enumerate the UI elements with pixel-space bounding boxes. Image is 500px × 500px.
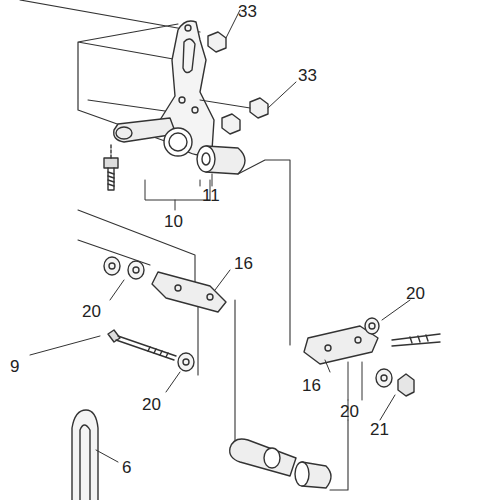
callout-number: 20 xyxy=(404,284,427,303)
callout-number: 21 xyxy=(368,420,391,439)
callout-number: 20 xyxy=(140,395,163,414)
callout-number: 11 xyxy=(200,186,222,205)
callout-number: 33 xyxy=(296,66,319,85)
callout-number: 16 xyxy=(232,254,255,273)
callout-number: 33 xyxy=(236,2,259,21)
callout-number: 10 xyxy=(162,212,185,231)
callout-number: 16 xyxy=(300,376,323,395)
callout-number: 6 xyxy=(120,458,133,477)
callout-number: 20 xyxy=(338,402,361,421)
callout-number: 20 xyxy=(80,302,103,321)
callout-number: 9 xyxy=(8,357,21,376)
